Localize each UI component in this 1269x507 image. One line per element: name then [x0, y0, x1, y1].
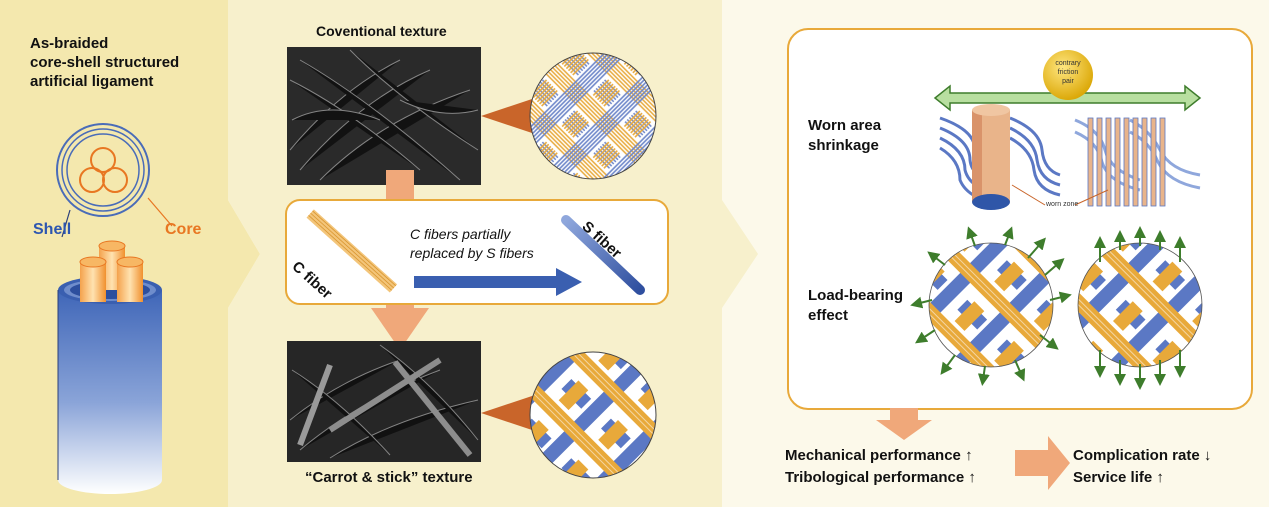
load-arrows-left [910, 226, 1072, 386]
weave-conventional-border [529, 52, 657, 180]
left-title-line1: As-braided [30, 35, 109, 52]
worn-left-rod [972, 104, 1010, 210]
left-title-line2: core-shell structured [30, 54, 180, 71]
shell-leader-line [61, 209, 71, 238]
outcome-arrow [1015, 436, 1070, 490]
sem-image-conventional [287, 47, 481, 185]
load-circle-left [929, 243, 1053, 367]
core-leader-line [147, 197, 173, 227]
worn-right-graphic [1074, 117, 1201, 207]
conventional-caption: Coventional texture [316, 23, 447, 39]
worn-zone-leader-left [1011, 184, 1046, 206]
worn-area-label: Worn area shrinkage [808, 116, 881, 156]
left-title: As-braided core-shell structured artific… [30, 34, 179, 91]
ligament-cylinder [57, 240, 162, 494]
result-arrow-head [876, 420, 932, 440]
s-fiber-graphic [561, 215, 645, 295]
down-arrow-1 [386, 170, 414, 200]
complication-rate: Complication rate ↓ [1073, 447, 1212, 464]
sem-image-carrot-stick [287, 341, 481, 462]
outcome-block: Complication rate ↓ Service life ↑ [1073, 445, 1211, 489]
replace-arrow [414, 268, 582, 296]
worn-line1: Worn area [808, 117, 882, 134]
load-line1: Load-bearing [808, 287, 904, 304]
mechanical-performance: Mechanical performance ↑ [785, 447, 973, 464]
load-bearing-label: Load-bearing effect [808, 286, 903, 326]
zoom-pointer-top [481, 98, 535, 134]
friction-pair-label: contrary friction pair [1043, 59, 1093, 86]
left-title-line3: artificial ligament [30, 73, 154, 90]
worn-zone-label: worn zone [1046, 201, 1079, 208]
friction-ball [1043, 50, 1093, 100]
worn-zone-leader-right [1074, 189, 1109, 206]
shell-label: Shell [33, 221, 72, 238]
load-circle-right [1078, 243, 1202, 367]
contrary-line1: contrary [1055, 60, 1081, 67]
weave-carrot-stick [530, 352, 656, 478]
down-arrow-2-head [371, 308, 429, 350]
weave-conventional [530, 53, 656, 179]
c-fiber-graphic [306, 209, 398, 293]
cross-section [56, 123, 150, 217]
weave-carrot-stick-border [529, 351, 657, 479]
tribological-performance: Tribological performance ↑ [785, 469, 976, 486]
replace-line1: C fibers partially [410, 226, 511, 242]
replace-text: C fibers partially replaced by S fibers [410, 225, 534, 263]
replace-line2: replaced by S fibers [410, 245, 534, 261]
worn-line2: shrinkage [808, 137, 879, 154]
load-arrows-right [1094, 226, 1186, 390]
performance-block: Mechanical performance ↑ Tribological pe… [785, 445, 976, 489]
core-label: Core [165, 221, 202, 238]
zoom-pointer-bottom [481, 395, 535, 431]
carrot-stick-caption: “Carrot & stick” texture [305, 469, 473, 486]
contrary-line2: friction [1057, 69, 1079, 76]
result-arrow-shaft [890, 408, 918, 422]
load-line2: effect [808, 307, 849, 324]
service-life: Service life ↑ [1073, 469, 1164, 486]
contrary-line3: pair [1062, 78, 1074, 85]
